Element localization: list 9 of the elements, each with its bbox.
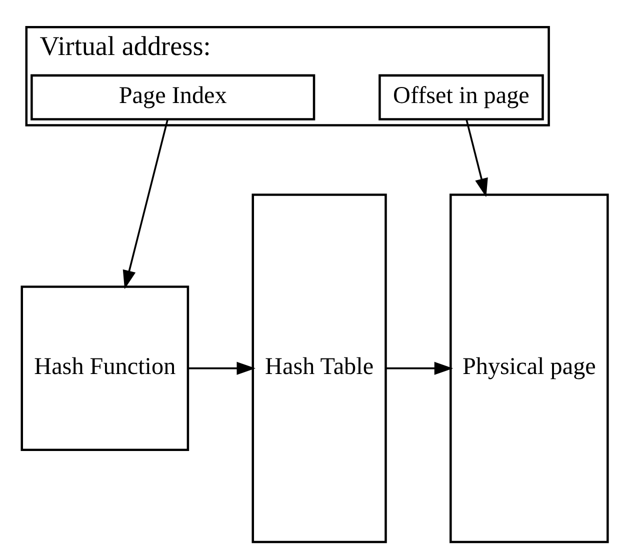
arrow [188, 361, 256, 374]
node-box: Hash Function [20, 285, 190, 450]
arrow [386, 361, 454, 374]
node-box: Offset in page [378, 74, 544, 120]
arrow [466, 118, 488, 197]
node-box: Hash Table [252, 193, 387, 543]
arrow [122, 118, 168, 289]
node-box: Page Index [30, 74, 316, 120]
node-box: Physical page [450, 193, 609, 543]
